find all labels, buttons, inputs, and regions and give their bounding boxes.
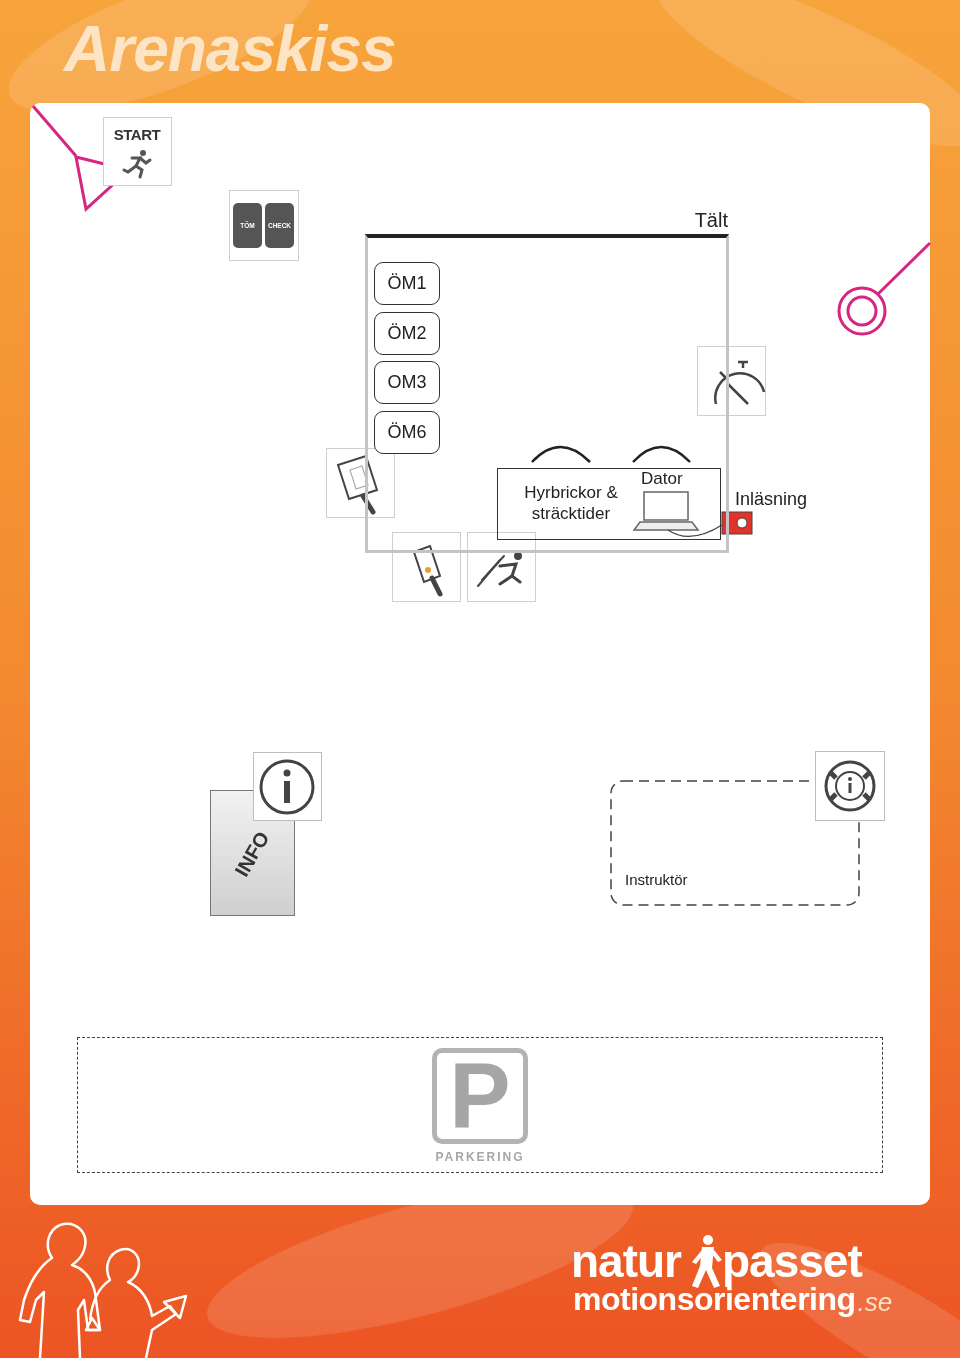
info-symbol [261,761,313,813]
node-text: PARKERING [417,1150,543,1164]
lifebuoy-symbol [826,762,874,810]
reader-hole [737,518,747,528]
card-symbol [414,546,440,594]
station-box: ÖM6 [374,411,440,454]
page-title: Arenaskiss [64,14,396,84]
node-text: INFO [226,820,279,887]
stopwatch-symbol [715,362,764,404]
map-icon-box [327,449,395,518]
node-text: Hyrbrickor & sträcktider [502,482,640,525]
reader-wire [668,525,722,536]
start-icon-box [104,118,172,186]
tent-arcs [532,447,690,462]
node-text: P [432,1048,528,1144]
instructor-area: Instruktör [611,781,859,905]
node-text: ÖM2 [375,313,439,354]
finish-circle [839,243,930,334]
help-icon-box [816,752,885,821]
parking-area: P PARKERING [77,1037,883,1173]
tag-empty: TÖM [233,203,262,248]
register-symbol [478,552,522,586]
register-icon-box [468,533,536,602]
node-text: START [103,126,171,144]
node-text: CHECK [265,222,294,230]
node-text: ÖM6 [375,412,439,453]
node-text: Tält [695,208,728,232]
logo-runner [692,1235,722,1288]
logo-word: passet [722,1236,862,1287]
node-text: ÖM1 [375,263,439,304]
station-box: ÖM1 [374,262,440,305]
runner-symbol [124,150,150,177]
node-text: OM3 [375,362,439,403]
reader-label: Inläsning [735,490,807,510]
logo-word: natur [571,1236,681,1287]
station-box: ÖM2 [374,312,440,355]
figure-outlines [20,1224,186,1358]
stopwatch-box [698,347,766,416]
card-icon-box [393,533,461,602]
info-sign-text: INFO [210,790,295,915]
info-icon-box [254,753,322,821]
tag-icon-box [230,191,299,261]
rental-counter: Hyrbrickor & sträcktiderDator [497,468,721,540]
white-panel [30,103,930,1205]
node-text: TÖM [233,222,262,230]
laptop-symbol [634,492,698,530]
tag-check: CHECK [265,203,294,248]
start-sign: START [103,117,171,185]
logo-subtitle: motionsorientering [573,1282,856,1317]
map-symbol [338,456,377,512]
node-text: Dator [641,469,683,489]
station-box: OM3 [374,361,440,404]
logo-domain: .se [858,1288,893,1317]
node-text: Instruktör [625,871,688,889]
tent-area: TältÖM1ÖM2OM3ÖM6Hyrbrickor & sträcktider… [365,234,729,553]
